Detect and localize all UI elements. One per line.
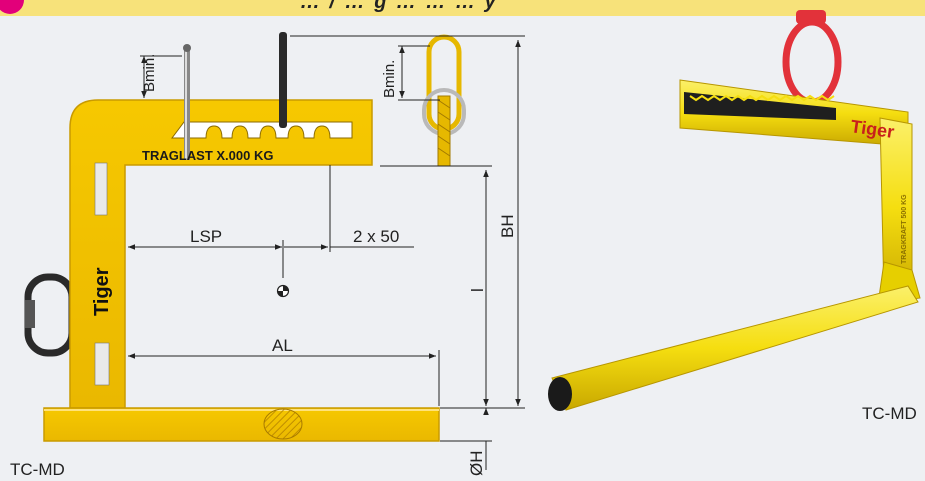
brand-vertical-text: Tiger xyxy=(91,267,113,316)
dim-oh-label: ØH xyxy=(467,451,486,477)
dim-2x50-label: 2 x 50 xyxy=(353,227,399,246)
banner-bullet-icon xyxy=(0,0,24,14)
dim-bmin-left-label: Bmin. xyxy=(141,54,158,92)
banner-text-fragment: … / … g … … … y xyxy=(300,0,498,13)
photo-caption: TC-MD xyxy=(862,404,917,423)
lifting-pin-left xyxy=(183,44,191,160)
top-lifting-link xyxy=(422,34,466,167)
dimension-lines xyxy=(128,35,525,470)
photo-side-text: TRAGKRAFT 500 KG xyxy=(901,194,908,264)
center-of-gravity-icon xyxy=(276,284,290,298)
product-photo: Tiger TRAGKRAFT 500 KG xyxy=(548,10,921,411)
side-lifting-eye xyxy=(24,273,76,357)
lifting-pin-right xyxy=(279,32,287,128)
dim-al-label: AL xyxy=(272,336,293,355)
top-banner xyxy=(0,0,925,16)
dim-bmin-right-label: Bmin. xyxy=(381,60,398,98)
dim-lsp-label: LSP xyxy=(190,227,222,246)
load-plate-text: TRAGLAST X.000 KG xyxy=(142,148,273,163)
dim-l-label: l xyxy=(468,288,487,292)
c-frame xyxy=(43,99,440,442)
dim-bh-label: BH xyxy=(498,214,517,238)
drawing-caption: TC-MD xyxy=(10,460,65,479)
